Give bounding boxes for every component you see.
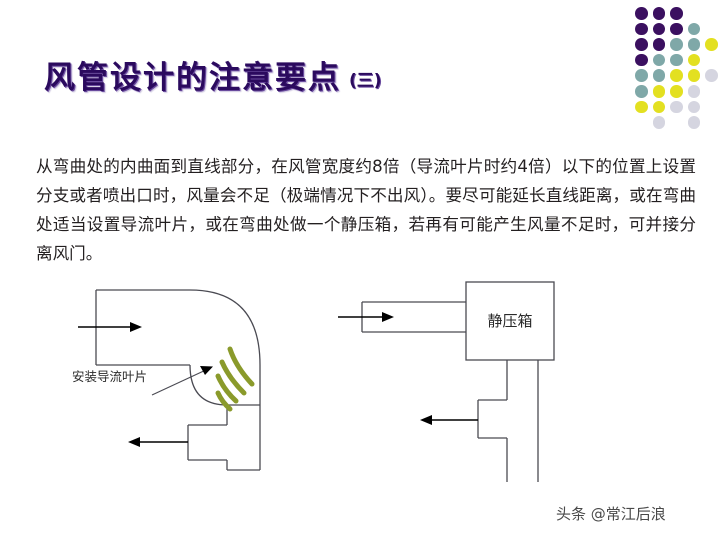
decorative-dot <box>652 53 666 67</box>
decorative-dot <box>670 85 683 98</box>
decorative-dot <box>670 69 683 82</box>
plenum-box <box>465 281 555 361</box>
turning-vane-4 <box>227 346 255 387</box>
decorative-dot <box>635 7 648 20</box>
decorative-dot <box>635 69 648 82</box>
decorative-dot <box>687 69 701 82</box>
decorative-dot <box>705 38 718 51</box>
decorative-dot <box>635 53 648 67</box>
page-title: 风管设计的注意要点 <box>44 60 341 96</box>
decorative-dot <box>670 53 683 67</box>
vane-label-leader <box>151 366 213 396</box>
decorative-dot <box>635 38 648 51</box>
decorative-dot <box>705 69 718 82</box>
outlet-flow-arrow <box>128 437 188 447</box>
page-title-suffix: (三) <box>349 71 382 91</box>
turning-vane-2 <box>215 373 239 404</box>
vane-label: 安装导流叶片 <box>72 369 147 384</box>
decorative-dot <box>652 7 666 20</box>
decorative-dot <box>635 22 648 36</box>
decorative-dot <box>652 69 666 82</box>
plenum-outlet-arrow <box>420 415 478 425</box>
diagram-right-plenum: 静压箱 <box>338 281 555 482</box>
slide-title-row: 风管设计的注意要点 (三) <box>44 63 382 94</box>
diagram-area: 安装导流叶片 静压箱 <box>0 270 720 500</box>
decorative-dot-grid <box>617 0 720 132</box>
elbow-inner-curve <box>189 364 228 406</box>
decorative-dot <box>635 85 648 98</box>
decorative-dot <box>670 100 683 114</box>
decorative-dot <box>635 100 648 114</box>
decorative-dot <box>687 53 701 67</box>
decorative-dot <box>687 22 701 36</box>
body-paragraph: 从弯曲处的内曲面到直线部分，在风管宽度约8倍（导流叶片时约4倍）以下的位置上设置… <box>36 157 696 263</box>
elbow-outer-curve <box>189 289 261 366</box>
decorative-dot <box>687 116 701 129</box>
watermark: 头条 @常江后浪 <box>556 505 666 523</box>
plenum-box-label: 静压箱 <box>487 312 532 330</box>
inlet-flow-arrow <box>78 322 142 332</box>
diagram-left-elbow: 安装导流叶片 <box>72 289 261 471</box>
decorative-dot <box>670 22 683 36</box>
decorative-dot <box>687 85 701 98</box>
plenum-inlet-arrow <box>338 312 394 322</box>
turning-vane-3 <box>219 359 247 396</box>
turning-vane-1 <box>215 390 233 412</box>
decorative-dot <box>652 116 666 129</box>
decorative-dot <box>652 100 666 114</box>
turning-vanes <box>215 346 255 412</box>
decorative-dot <box>670 7 683 20</box>
decorative-dot <box>652 85 666 98</box>
diagrams-svg: 安装导流叶片 静压箱 <box>72 281 555 482</box>
decorative-dot <box>687 38 701 51</box>
decorative-dot <box>652 38 666 51</box>
decorative-dot <box>652 22 666 36</box>
decorative-dot <box>670 38 683 51</box>
decorative-dot <box>687 100 701 114</box>
